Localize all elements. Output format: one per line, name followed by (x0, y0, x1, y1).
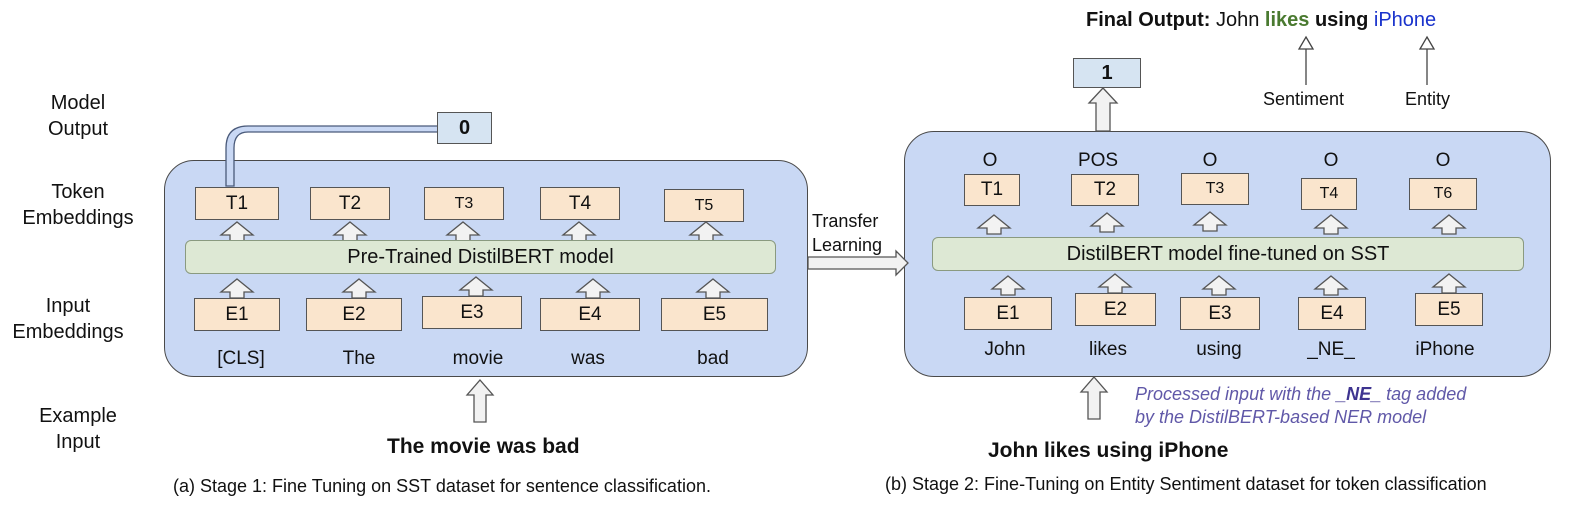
stage2-caption: (b) Stage 2: Fine-Tuning on Entity Senti… (885, 474, 1487, 494)
stage1-input-embedding: E2 (306, 298, 402, 331)
stage2-tag: O (1202, 150, 1218, 171)
stage1-token: [CLS] (217, 348, 265, 369)
stage2-token-embedding: T4 (1301, 178, 1357, 210)
stage1-model-bar: Pre-Trained DistilBERT model (185, 240, 776, 274)
stage2-token-embedding: T2 (1071, 174, 1139, 206)
stage1-input-embedding: E4 (540, 298, 640, 331)
stage2-token: John (984, 339, 1026, 360)
stage1-token-embedding: T3 (424, 187, 504, 220)
stage1-token: movie (452, 348, 504, 369)
stage2-token: iPhone (1415, 339, 1475, 360)
stage1-input-embedding: E5 (661, 298, 768, 331)
sentiment-label: Sentiment (1263, 89, 1345, 109)
stage2-token-embedding: T3 (1181, 173, 1249, 205)
stage1-token-embedding: T1 (195, 187, 279, 220)
stage1-token-embedding: T5 (664, 189, 744, 222)
final-output-word: John (1215, 9, 1260, 31)
stage2-input-embedding: E4 (1298, 297, 1366, 330)
final-output-word: using (1314, 9, 1369, 31)
stage2-input-embedding: E1 (964, 297, 1052, 330)
stage2-token-embedding: T1 (964, 174, 1020, 206)
stage1-token: The (342, 348, 376, 369)
stage1-caption: (a) Stage 1: Fine Tuning on SST dataset … (173, 476, 711, 496)
stage2-output-box: 1 (1073, 58, 1141, 88)
stage1-output-box: 0 (437, 112, 492, 144)
stage2-tag: POS (1077, 150, 1119, 171)
stage2-token: _NE_ (1307, 339, 1355, 360)
stage2-token-embedding: T6 (1409, 178, 1477, 210)
stage2-tag: O (1323, 150, 1339, 171)
stage2-token: using (1196, 339, 1242, 360)
final-output-entity-word: iPhone (1373, 9, 1437, 31)
stage1-input-embedding: E1 (194, 298, 280, 331)
stage1-token: bad (697, 348, 729, 369)
stage2-model-bar: DistilBERT model fine-tuned on SST (932, 237, 1524, 271)
stage2-example-input: John likes using iPhone (988, 439, 1229, 462)
stage1-token-embedding: T2 (310, 187, 390, 220)
final-output-label: Final Output: (1086, 9, 1211, 31)
stage1-token: was (571, 348, 605, 369)
stage2-tag: O (1435, 150, 1451, 171)
stage1-example-input: The movie was bad (387, 435, 580, 458)
stage2-input-embedding: E2 (1075, 293, 1156, 326)
stage2-input-embedding: E5 (1415, 293, 1483, 326)
stage1-input-embedding: E3 (422, 296, 522, 329)
stage1-token-embedding: T4 (540, 187, 620, 220)
final-output-sentiment-word: likes (1264, 9, 1310, 31)
entity-label: Entity (1405, 89, 1451, 109)
final-output: Final Output: John likes using iPhone (1086, 9, 1436, 32)
stage2-input-embedding: E3 (1180, 297, 1260, 330)
processed-input-note: Processed input with the _NE_ tag added … (1135, 384, 1467, 427)
stage2-token: likes (1088, 339, 1127, 360)
stage2-tag: O (982, 150, 998, 171)
